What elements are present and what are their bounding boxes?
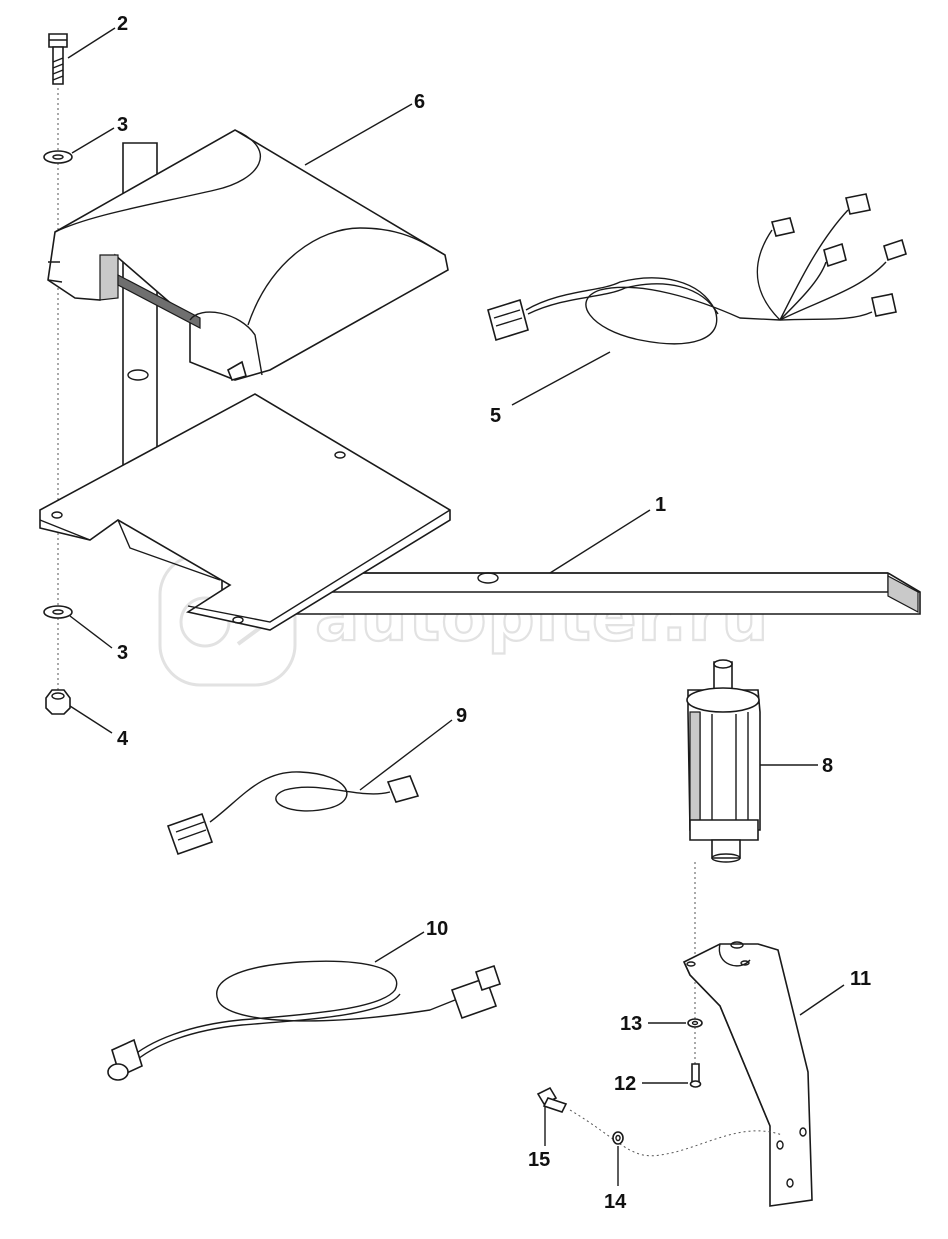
callout-8: 8 [822, 755, 833, 777]
callout-5: 5 [490, 405, 501, 427]
callout-14: 14 [604, 1191, 627, 1213]
callout-6: 6 [414, 91, 425, 113]
part-13-washer [687, 1018, 703, 1028]
callout-11: 11 [850, 968, 871, 990]
part-4-nut [45, 689, 71, 715]
part-12-screw [689, 1063, 702, 1088]
callout-2: 2 [117, 13, 128, 35]
callout-15: 15 [528, 1149, 550, 1171]
watermark-badge-ring [179, 596, 231, 648]
callout-3-top: 3 [117, 114, 128, 136]
part-10-sensor-cable [107, 960, 502, 1081]
part-2-bolt [48, 33, 68, 85]
leader-lines [67, 27, 845, 1186]
part-11-motor-bracket [569, 941, 813, 1207]
callout-13: 13 [620, 1013, 642, 1035]
part-3-washer-top [43, 150, 73, 164]
mounting-plate [39, 393, 451, 631]
callout-1: 1 [655, 494, 666, 516]
part-6-controller-housing [47, 129, 449, 381]
callout-4: 4 [117, 728, 129, 750]
callout-10: 10 [426, 918, 448, 940]
part-8-motor [686, 659, 761, 863]
part-5-wiring-harness [487, 193, 907, 345]
part-15-bolt [536, 1086, 568, 1113]
part-3-washer-bottom [43, 605, 73, 619]
part-14-washer [612, 1131, 624, 1145]
callout-9: 9 [456, 705, 467, 727]
callout-12: 12 [614, 1073, 636, 1095]
part-9-small-harness [166, 771, 420, 856]
callout-3-bottom: 3 [117, 642, 128, 664]
